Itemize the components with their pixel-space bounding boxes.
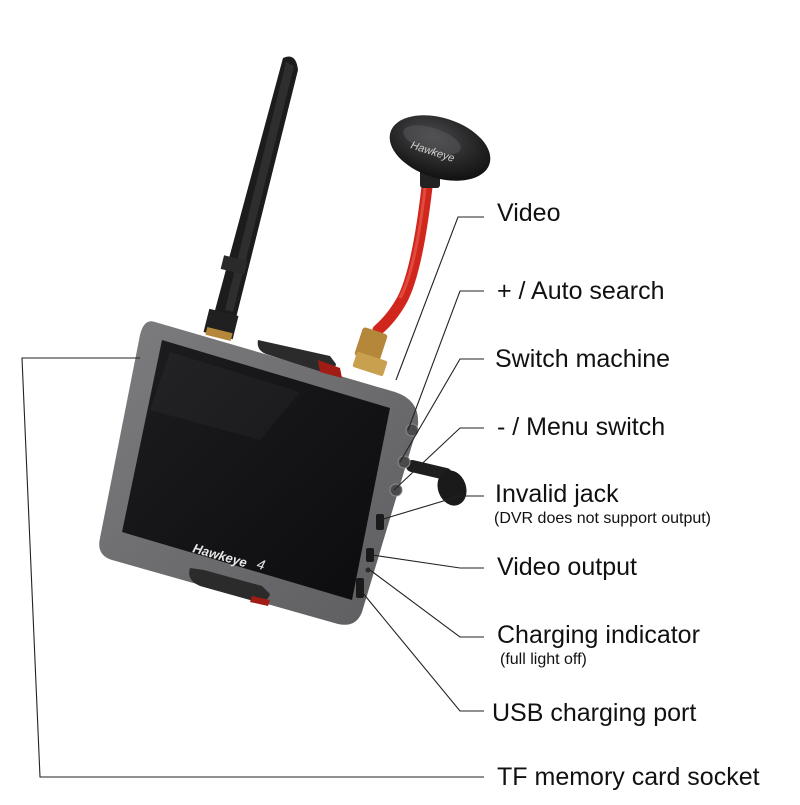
side-controls [356, 423, 419, 598]
auto-search-leader [407, 290, 484, 431]
note-charging-indicator: (full light off) [500, 651, 587, 668]
side-stub-antenna [406, 460, 467, 506]
video-output-port [366, 548, 374, 562]
label-invalid-jack: Invalid jack [495, 480, 619, 508]
label-tf-socket: TF memory card socket [497, 763, 760, 791]
whip-antenna [203, 56, 298, 342]
invalid-jack-leader [379, 495, 484, 521]
label-usb-port: USB charging port [492, 699, 697, 727]
label-video-output: Video output [497, 553, 637, 581]
video-output-leader [371, 554, 484, 569]
video-leader [395, 216, 484, 381]
usb-port-leader [361, 591, 484, 712]
menu-switch-leader [393, 427, 484, 491]
top-clip [257, 340, 342, 378]
charging-led [365, 567, 371, 573]
bottom-clip [189, 568, 270, 606]
note-invalid-jack: (DVR does not support output) [494, 510, 712, 527]
menu-button [389, 483, 403, 497]
label-switch-machine: Switch machine [495, 345, 671, 373]
switch-machine-leader [399, 358, 484, 463]
pagoda-antenna: Hawkeye [352, 115, 491, 377]
tf-socket-leader [21, 357, 484, 778]
monitor-body: Hawkeye 4 [99, 321, 419, 625]
screen [122, 340, 390, 600]
usb-port [356, 578, 364, 598]
label-menu-switch: - / Menu switch [497, 413, 666, 441]
charging-indicator-leader [369, 569, 484, 638]
power-button [397, 455, 411, 469]
label-video: Video [497, 199, 561, 227]
callout-lines [21, 216, 484, 778]
label-auto-search: + / Auto search [497, 277, 665, 305]
invalid-jack-port [376, 514, 384, 530]
label-charging-indicator: Charging indicator [497, 621, 700, 649]
